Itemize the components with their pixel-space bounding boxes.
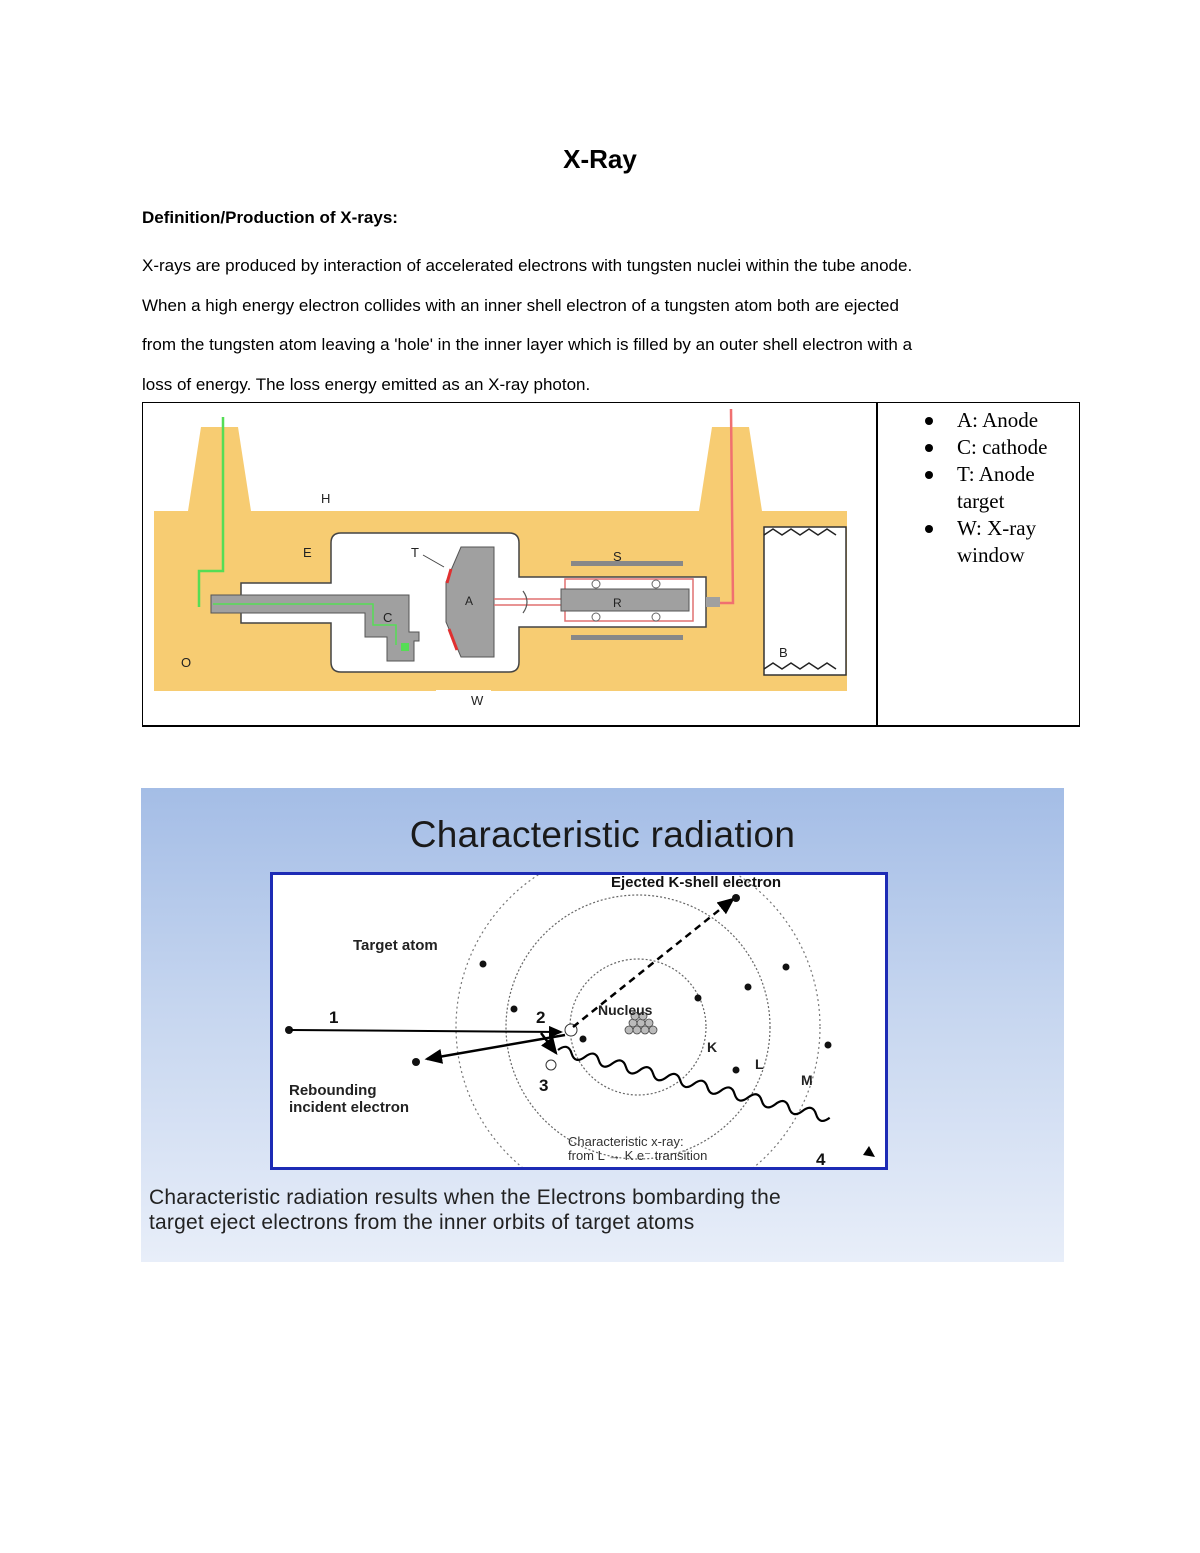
- characteristic-radiation-slide: Characteristic radiation: [141, 788, 1064, 1262]
- legend-item: C: cathode: [903, 434, 1073, 461]
- label-t: T: [411, 545, 419, 560]
- caption-line: Characteristic radiation results when th…: [149, 1186, 781, 1209]
- definition-paragraph: X-rays are produced by interaction of ac…: [142, 246, 1072, 405]
- step-4: 4: [816, 1150, 826, 1167]
- label-w: W: [471, 693, 484, 707]
- legend-item: A: Anode: [903, 407, 1073, 434]
- atom-diagram: Ejected K-shell electron Target atom Nuc…: [285, 844, 875, 1210]
- anode-lead: [720, 408, 735, 605]
- filling-electron-marker: [545, 1059, 557, 1071]
- bullet-icon: [925, 417, 933, 425]
- label-b: B: [779, 645, 788, 660]
- bullet-icon: [925, 525, 933, 533]
- shell-l: [505, 894, 771, 1160]
- section-heading: Definition/Production of X-rays:: [142, 208, 398, 227]
- bellows-box: [763, 526, 847, 676]
- xray-label-1: Characteristic x-ray:: [568, 1134, 684, 1149]
- shell-m-label: M: [801, 1072, 813, 1088]
- ejected-electron: [732, 894, 740, 902]
- paragraph-line: loss of energy. The loss energy emitted …: [142, 375, 591, 395]
- ejected-label: Ejected K-shell electron: [611, 875, 781, 891]
- legend-item: W: X-ray window: [903, 515, 1073, 569]
- label-e: E: [303, 545, 312, 560]
- bullet-icon: [925, 444, 933, 452]
- xray-label-2: from L → K e⁻ transition: [568, 1148, 707, 1163]
- rebound-label-2: incident electron: [289, 1099, 409, 1116]
- bullet-icon: [925, 471, 933, 479]
- slide-caption: Characteristic radiation results when th…: [149, 1185, 1049, 1235]
- caption-line: target eject electrons from the inner or…: [149, 1211, 695, 1234]
- xray-wave: [557, 1045, 831, 1123]
- stator-bottom: [571, 635, 683, 640]
- nucleus-label: Nucleus: [598, 1002, 653, 1018]
- label-o: O: [181, 655, 191, 670]
- bellows-top-spring: [763, 528, 837, 536]
- cathode-assembly: [210, 594, 420, 662]
- label-a: A: [465, 594, 473, 608]
- incident-path: [290, 1025, 563, 1038]
- paragraph-line: from the tungsten atom leaving a 'hole' …: [142, 335, 913, 355]
- page-title: X-Ray: [563, 144, 637, 174]
- label-h: H: [321, 491, 330, 506]
- table-divider: [876, 403, 878, 725]
- target-atom-label: Target atom: [353, 937, 438, 954]
- step-1: 1: [329, 1008, 338, 1027]
- legend-list: A: Anode C: cathode T: Anode target W: X…: [903, 407, 1073, 569]
- stator-top: [571, 561, 683, 566]
- shell-l-label: L: [755, 1056, 764, 1072]
- rebound-electron: [412, 1058, 420, 1066]
- slide-title: Characteristic radiation: [409, 814, 796, 855]
- nucleus: [624, 1011, 658, 1035]
- incident-electron: [285, 1026, 293, 1034]
- paragraph-line: When a high energy electron collides wit…: [142, 295, 899, 315]
- xray-tube-table: H E T S A R C O B W A: Anode C: cathode …: [142, 402, 1080, 727]
- cathode-lead: [197, 417, 225, 607]
- characteristic-radiation-diagram: Ejected K-shell electron Target atom Nuc…: [270, 844, 888, 1210]
- anode-target: [445, 568, 459, 651]
- cathode-filament: [401, 643, 409, 651]
- step-2: 2: [536, 1008, 545, 1027]
- paragraph-line: X-rays are produced by interaction of ac…: [142, 256, 913, 275]
- label-s: S: [613, 549, 622, 564]
- rotor-connector: [706, 597, 720, 607]
- rotation-arrow: [522, 590, 528, 614]
- legend-item: T: Anode target: [903, 461, 1073, 515]
- label-r: R: [613, 596, 622, 610]
- bellows-bottom-spring: [763, 662, 837, 670]
- label-c: C: [383, 610, 392, 625]
- step-3: 3: [539, 1076, 548, 1095]
- rotor: [560, 588, 690, 612]
- xray-tube-diagram: H E T S A R C O B W: [154, 408, 847, 707]
- shell-k-label: K: [707, 1039, 717, 1055]
- cathode-filament-path: [213, 603, 397, 645]
- rebound-label-1: Rebounding: [289, 1082, 376, 1099]
- ejected-path: [572, 897, 735, 1028]
